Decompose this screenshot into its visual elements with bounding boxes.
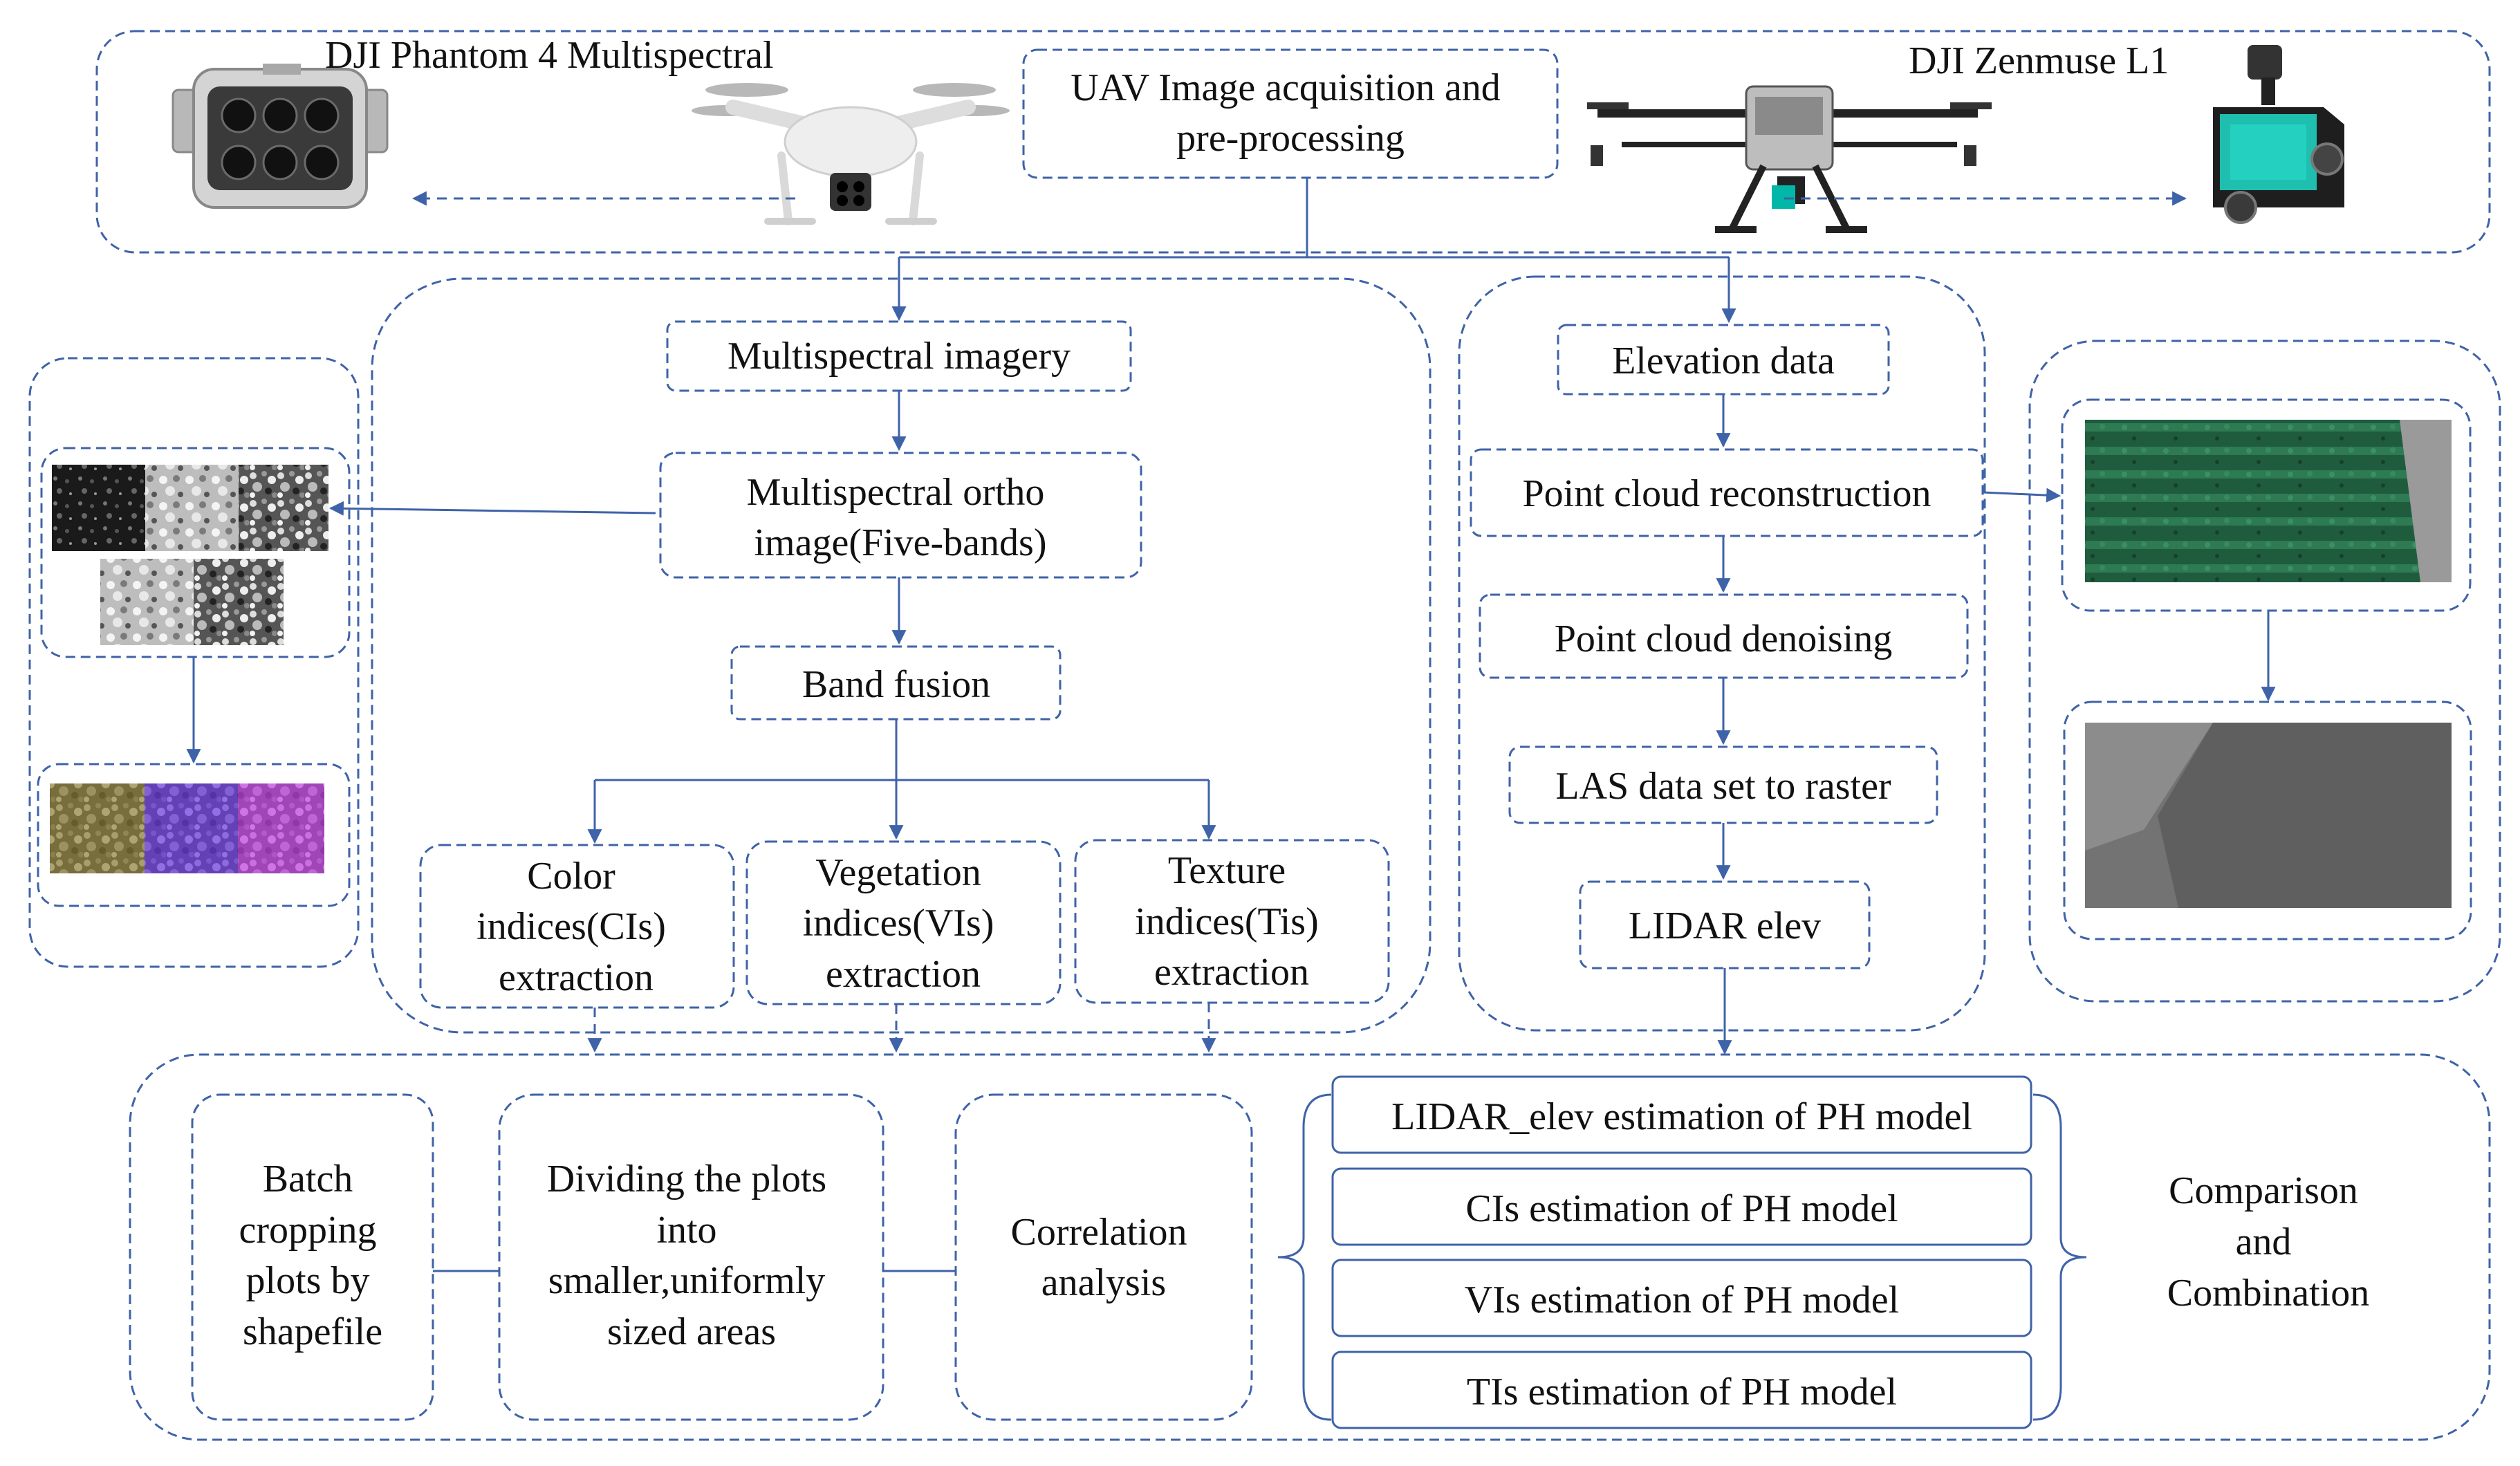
color-line-1: Color (527, 855, 615, 898)
batch-line-1: Batch (263, 1158, 353, 1200)
model-box-lidar (1331, 1075, 2032, 1154)
arrow-to-point-cloud-image (1982, 488, 2062, 503)
texture-line-3: extraction (1154, 951, 1309, 994)
band-fusion-label: Band fusion (802, 663, 990, 706)
vegetation-line-3: extraction (826, 953, 981, 996)
composite-images-frame (37, 763, 351, 907)
vegetation-line-1: Vegetation (815, 851, 981, 894)
dividing-line-1: Dividing the plots (547, 1158, 826, 1200)
dividing-line-4: sized areas (607, 1310, 776, 1353)
ortho-box (659, 452, 1142, 579)
model-label-tis: TIs estimation of PH model (1467, 1371, 1897, 1413)
dividing-label: Dividing the plots into smaller,uniforml… (547, 1158, 836, 1353)
right-device-label: DJI Zenmuse L1 (1909, 39, 2169, 82)
vegetation-indices-box (745, 840, 1062, 1005)
model-label-cis: CIs estimation of PH model (1465, 1187, 1898, 1230)
color-line-2: indices(CIs) (476, 905, 666, 948)
reconstruction-label: Point cloud reconstruction (1522, 472, 1931, 515)
phantom-drone-icon (692, 83, 1010, 225)
point-cloud-thumbnail (2085, 420, 2452, 582)
color-indices-label: Color indices(CIs) extraction (476, 855, 676, 999)
acquisition-line-1: UAV Image acquisition and (1071, 66, 1501, 109)
raster-thumbnail (2085, 723, 2452, 908)
ortho-line-2: image(Five-bands) (754, 521, 1047, 564)
elevation-label: Elevation data (1612, 340, 1835, 382)
model-label-lidar: LIDAR_elev estimation of PH model (1391, 1095, 1972, 1138)
dividing-box (498, 1093, 884, 1421)
acquisition-group-frame (95, 30, 2491, 254)
comparison-line-1: Comparison (2169, 1169, 2358, 1212)
composite-images-thumbnail (50, 783, 324, 873)
model-label-vis: VIs estimation of PH model (1465, 1279, 1899, 1321)
las-raster-box (1508, 745, 1938, 824)
acquisition-box (1022, 48, 1559, 179)
denoising-label: Point cloud denoising (1555, 618, 1892, 660)
analysis-group-frame (129, 1053, 2491, 1441)
lidar-sensor-icon (2213, 45, 2344, 224)
m300-drone-icon (1587, 85, 1992, 233)
point-cloud-frame (2061, 398, 2472, 612)
correlation-label: Correlation analysis (1010, 1211, 1196, 1304)
ms-imagery-label: Multispectral imagery (728, 335, 1071, 378)
batch-line-3: plots by (246, 1259, 370, 1302)
vegetation-indices-label: Vegetation indices(VIs) extraction (803, 851, 1004, 996)
connector-acquisition-split (899, 178, 1308, 259)
color-indices-box (419, 844, 735, 1009)
multispectral-camera-icon (172, 64, 389, 209)
model-box-cis (1331, 1167, 2032, 1246)
vegetation-line-2: indices(VIs) (803, 902, 994, 945)
model-box-vis (1331, 1259, 2032, 1337)
ms-images-group-frame (28, 357, 360, 968)
batch-label: Batch cropping plots by shapefile (239, 1158, 386, 1353)
lidar-group-frame (1458, 275, 1986, 1032)
correlation-line-2: analysis (1041, 1261, 1166, 1304)
model-box-tis (1331, 1351, 2032, 1429)
band-images-thumbnail (52, 465, 328, 645)
models-left-brace (1277, 1093, 1332, 1421)
raster-frame (2063, 700, 2472, 940)
batch-line-2: cropping (239, 1209, 376, 1252)
las-raster-label: LAS data set to raster (1555, 765, 1891, 808)
models-right-brace (2032, 1093, 2087, 1421)
dividing-line-2: into (656, 1209, 716, 1252)
texture-line-1: Texture (1168, 849, 1286, 892)
left-device-label: DJI Phantom 4 Multispectral (325, 34, 774, 77)
batch-line-4: shapefile (243, 1310, 382, 1353)
correlation-line-1: Correlation (1010, 1211, 1187, 1254)
acquisition-line-2: pre-processing (1176, 117, 1405, 160)
correlation-box (954, 1093, 1253, 1421)
ortho-label: Multispectral ortho image(Five-bands) (747, 471, 1055, 564)
ortho-line-1: Multispectral ortho (747, 471, 1045, 514)
color-line-3: extraction (499, 956, 654, 999)
batch-box (191, 1093, 434, 1421)
texture-indices-box (1074, 839, 1390, 1004)
comparison-label: Comparison and Combination (2167, 1169, 2369, 1315)
acquisition-label: UAV Image acquisition and pre-processing (1071, 66, 1510, 160)
comparison-line-2: and (2236, 1221, 2292, 1263)
lidar-elev-label: LIDAR elev (1629, 904, 1821, 947)
texture-indices-label: Texture indices(Tis) extraction (1135, 849, 1328, 994)
lidar-images-group-frame (2028, 340, 2501, 1003)
texture-line-2: indices(Tis) (1135, 900, 1319, 943)
arrow-to-band-images (328, 501, 656, 516)
band-images-frame (40, 447, 351, 658)
comparison-line-3: Combination (2167, 1272, 2369, 1315)
dividing-line-3: smaller,uniformly (548, 1259, 826, 1302)
